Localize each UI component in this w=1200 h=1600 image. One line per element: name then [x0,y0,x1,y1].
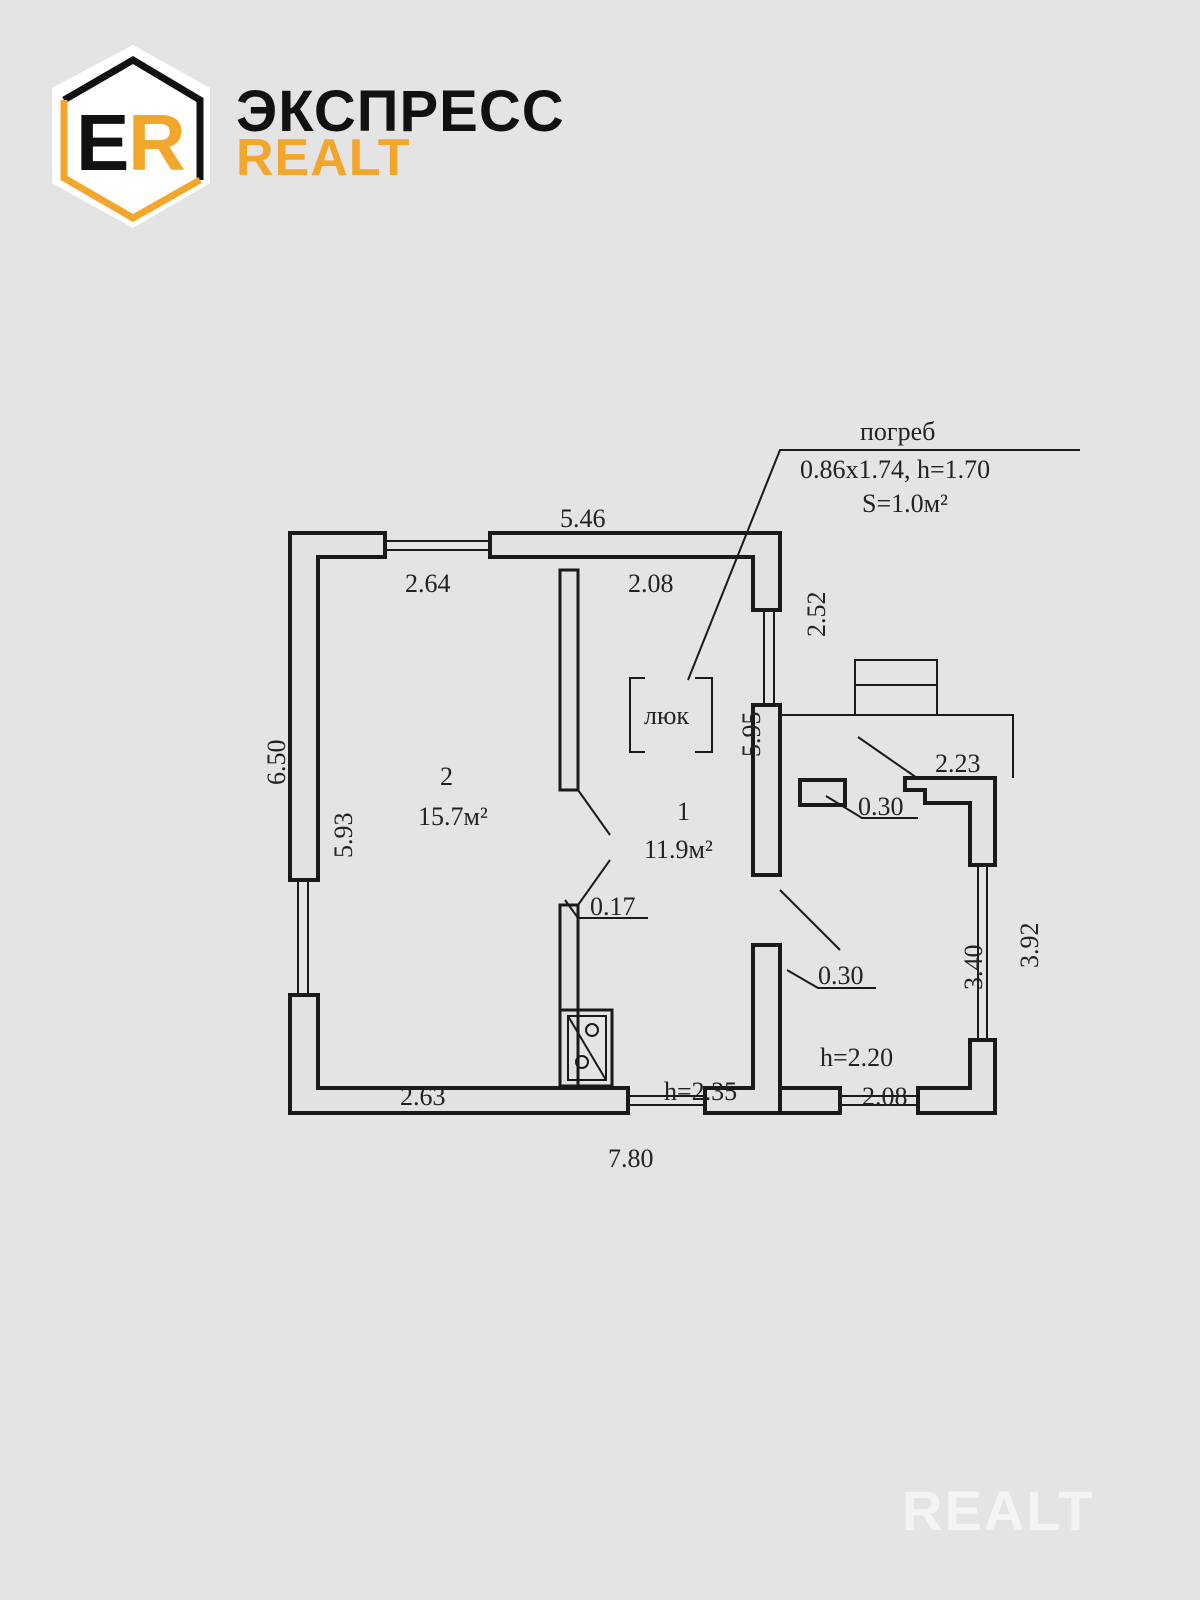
dim-annex-bottom: 2.08 [862,1082,908,1111]
room-2-number: 2 [440,762,453,791]
walls [288,531,997,1115]
windows [297,540,988,1106]
dim-annex-door: 0.30 [818,961,864,990]
cellar-area: S=1.0м² [862,489,948,518]
dim-left-inner: 5.93 [329,813,358,859]
porch [779,659,1014,951]
logo-icon: E R [52,45,210,228]
leader [564,899,648,919]
logo-text-express: ЭКСПРЕСС [236,79,565,144]
room-2-area: 15.7м² [418,802,488,831]
dim-annex-inner: 3.40 [959,945,988,991]
dim-main-height: h=2.35 [664,1077,737,1106]
leader [786,969,876,989]
dim-annex-outer: 3.92 [1015,923,1044,969]
hatch: люк [629,677,713,753]
dim-top-outer: 5.46 [560,504,606,533]
dim-left-outer: 6.50 [262,740,291,786]
dim-annex-height: h=2.20 [820,1043,893,1072]
door-swing [577,789,611,836]
leader [825,795,918,819]
cellar-title: погреб [860,417,935,446]
dim-top-left: 2.64 [405,569,451,598]
dim-right-top: 2.52 [802,592,831,638]
dim-partition: 0.17 [590,892,636,921]
watermark: REALT [902,1479,1095,1542]
dim-top-right: 2.08 [628,569,674,598]
room-1-area: 11.9м² [644,835,713,864]
door-swing [577,859,611,906]
hatch-label: люк [644,701,689,730]
dim-bottom-left: 2.63 [400,1082,446,1111]
room-1-number: 1 [677,797,690,826]
logo-text-realt: REALT [236,129,411,187]
dim-right-main: 5.95 [737,712,766,758]
cellar-leader-line [687,449,1080,681]
dim-bottom-outer: 7.80 [608,1144,654,1173]
dim-annex-top: 2.23 [935,749,981,778]
dim-annex-stub: 0.30 [858,792,904,821]
logo-letter-r: R [128,98,186,187]
cellar-size: 0.86x1.74, h=1.70 [800,455,990,484]
logo-letter-e: E [76,98,129,187]
stove-icon [558,1008,614,1088]
